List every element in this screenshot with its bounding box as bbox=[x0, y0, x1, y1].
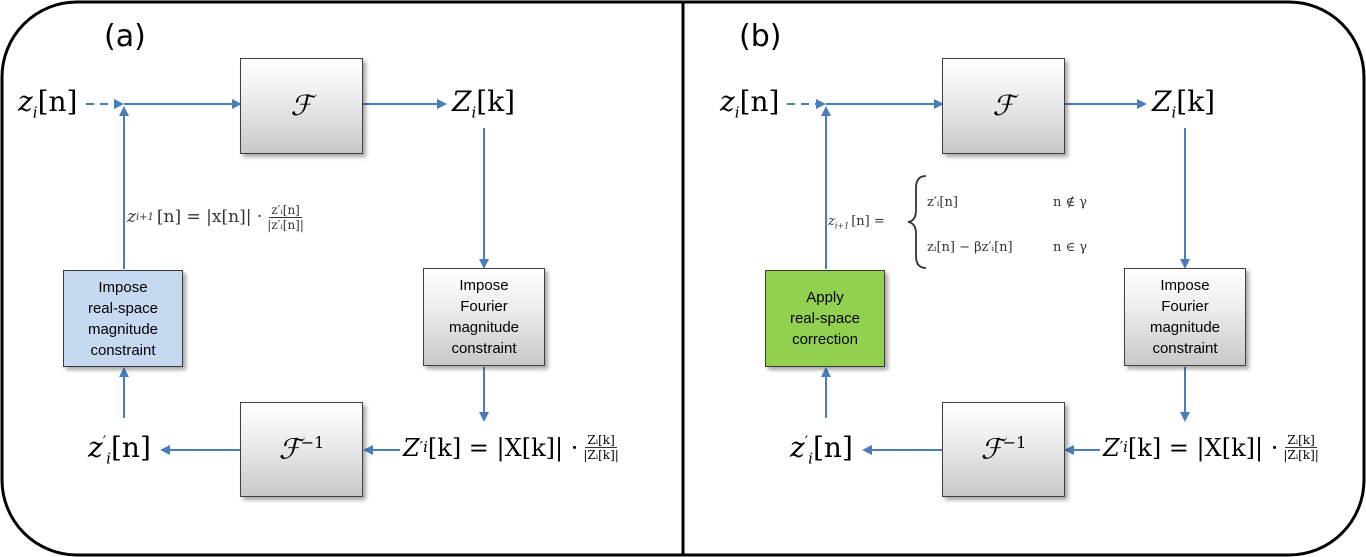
realspace-constraint-text: Impose real-space magnitude constraint bbox=[87, 278, 159, 359]
inverse-transform-box: ℱ−1 bbox=[240, 402, 363, 497]
fourier-constraint-box: Impose Fourier magnitude constraint bbox=[423, 268, 545, 366]
piecewise-lhs: zi+1[n] = bbox=[828, 214, 885, 231]
spectrum-label: Zi[k] bbox=[452, 85, 516, 122]
piecewise-case2-condition: n ∈ γ bbox=[1053, 240, 1088, 255]
panel-a-label: (a) bbox=[104, 19, 146, 54]
panel-a-arrows bbox=[86, 99, 489, 455]
inverse-transform-box: ℱ−1 bbox=[942, 402, 1065, 497]
constrained-spectrum-equation: Z′i[k] = |X[k]| ·Zᵢ[k]|Zᵢ[k]| bbox=[1103, 433, 1319, 462]
realspace-constraint-box: Impose real-space magnitude constraint bbox=[63, 270, 183, 367]
forward-transform-symbol: ℱ bbox=[290, 89, 313, 122]
panel-b-arrows bbox=[787, 99, 1190, 455]
output-signal-label: z′i[n] bbox=[790, 431, 853, 468]
piecewise-case2-value: zᵢ[n] − βz′ᵢ[n] bbox=[927, 240, 1013, 255]
constrained-spectrum-equation: Z′i[k] = |X[k]| ·Zᵢ[k]|Zᵢ[k]| bbox=[403, 433, 619, 462]
inverse-transform-symbol: ℱ−1 bbox=[980, 432, 1027, 466]
forward-transform-box: ℱ bbox=[942, 58, 1065, 154]
fourier-constraint-text: Impose Fourier magnitude constraint bbox=[448, 277, 520, 357]
spectrum-label: Zi[k] bbox=[1152, 85, 1216, 122]
fourier-constraint-text: Impose Fourier magnitude constraint bbox=[1149, 277, 1221, 357]
inverse-transform-symbol: ℱ−1 bbox=[278, 432, 325, 466]
fourier-constraint-box: Impose Fourier magnitude constraint bbox=[1124, 268, 1246, 366]
forward-transform-box: ℱ bbox=[240, 58, 363, 154]
realspace-correction-text: Apply real-space correction bbox=[789, 289, 861, 348]
input-signal-label: zi[n] bbox=[18, 85, 78, 122]
input-signal-label: zi[n] bbox=[720, 85, 780, 122]
output-signal-label: z′i[n] bbox=[88, 431, 151, 468]
piecewise-brace bbox=[907, 175, 927, 269]
panel-b-label: (b) bbox=[739, 19, 782, 54]
piecewise-case1-value: z′ᵢ[n] bbox=[927, 195, 958, 210]
realspace-correction-box: Apply real-space correction bbox=[765, 270, 885, 367]
forward-transform-symbol: ℱ bbox=[992, 89, 1015, 122]
piecewise-case1-condition: n ∉ γ bbox=[1053, 195, 1088, 210]
